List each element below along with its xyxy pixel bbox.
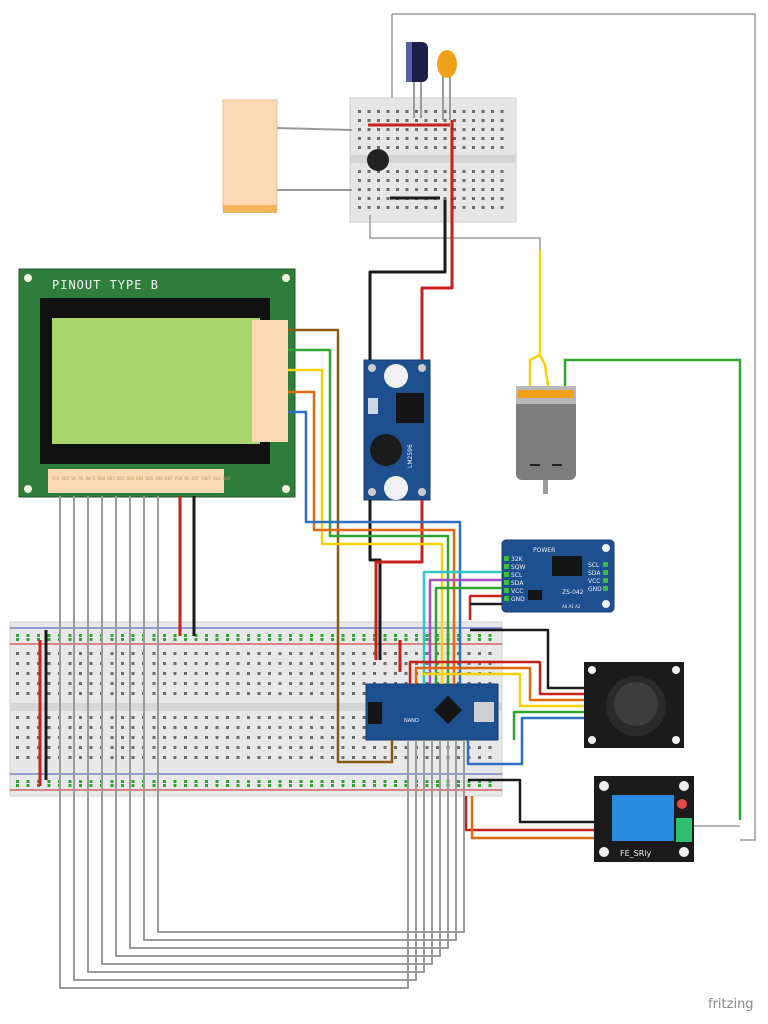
lcd-bottom-pins: VSS VDD VO RS RW E DB0 DB1 DB2 DB3 DB4 D… (52, 476, 231, 481)
wires (38, 120, 740, 989)
rtc-right-pin-label: SDA (588, 570, 601, 577)
lcd-module: PINOUT TYPE B VSS VDD VO RS RW E DB0 DB1… (18, 268, 296, 498)
rtc-right-pin-label: VCC (588, 578, 600, 585)
lcd-title: PINOUT TYPE B (52, 278, 159, 292)
electrolytic-capacitor (406, 42, 428, 118)
arduino-nano: NANO (365, 683, 499, 741)
rtc-left-pin-label: SCL (511, 572, 523, 579)
rtc-address-pins: A0 A1 A2 (562, 604, 581, 609)
ceramic-capacitor (437, 50, 457, 120)
rtc-left-pin-label: 32K (511, 556, 524, 563)
relay-module: FE_SRly (594, 776, 694, 862)
buck-converter: LM2596 (363, 359, 431, 501)
joystick-module (584, 662, 684, 748)
rtc-power-label: POWER (533, 547, 555, 554)
rtc-right-pin-label: SCL (588, 562, 600, 569)
sensor-module (222, 99, 353, 213)
rtc-right-pin-label: GND (588, 586, 602, 593)
dc-motor (516, 386, 576, 494)
round-sensor (367, 149, 389, 171)
nano-label: NANO (404, 718, 419, 724)
rtc-model: ZS-042 (562, 589, 584, 596)
relay-label: FE_SRly (620, 849, 652, 858)
buck-label: LM2596 (407, 444, 414, 468)
rtc-left-pin-label: SDA (511, 580, 524, 587)
rtc-left-pin-label: GND (511, 596, 525, 603)
fritzing-watermark: fritzing (708, 997, 754, 1012)
rtc-left-pin-label: VCC (511, 588, 523, 595)
rtc-left-pin-label: SQW (511, 564, 526, 571)
